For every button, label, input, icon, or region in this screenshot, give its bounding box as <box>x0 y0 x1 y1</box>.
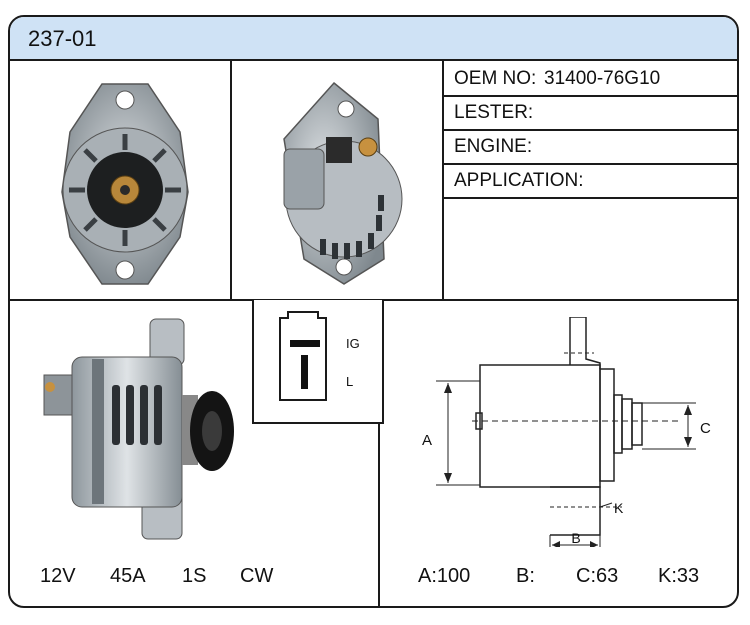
product-spec-sheet: 237-01 OEM NO: 31400-76G10 LESTER: ENGIN… <box>8 15 739 608</box>
divider <box>444 129 737 131</box>
engine-label: ENGINE: <box>454 136 533 157</box>
divider <box>444 197 737 199</box>
lester-label: LESTER: <box>454 102 534 123</box>
dim-b-label: B <box>571 530 580 546</box>
dim-c-value: C:63 <box>576 565 619 587</box>
application-label: APPLICATION: <box>454 170 584 191</box>
connector-plug-icon <box>279 311 327 401</box>
oem-value: 31400-76G10 <box>544 68 661 89</box>
oem-label: OEM NO: <box>454 68 537 89</box>
info-row-lester: LESTER: <box>444 97 737 131</box>
connector-ig-label: IG <box>346 336 360 351</box>
connector-l-label: L <box>346 374 354 389</box>
dimension-drawing: A C K B <box>422 317 711 547</box>
divider <box>442 61 444 300</box>
alternator-front-photo <box>61 83 189 285</box>
part-number-title: 237-01 <box>28 26 97 51</box>
alternator-rear-photo <box>283 81 403 285</box>
dim-k-value: K:33 <box>658 565 700 587</box>
pulley-spec: 1S <box>182 565 207 587</box>
dim-b-value: B: <box>516 565 535 587</box>
connector-diagram: IG L <box>252 300 384 424</box>
info-row-engine: ENGINE: <box>444 131 737 165</box>
rotation-spec: CW <box>240 565 274 587</box>
amperage-spec: 45A <box>110 565 146 587</box>
divider <box>444 95 737 97</box>
alternator-side-photo <box>43 318 234 540</box>
voltage-spec: 12V <box>40 565 76 587</box>
dim-c-label: C <box>700 420 711 437</box>
dim-k-label: K <box>614 500 624 516</box>
info-row-oem: OEM NO: 31400-76G10 <box>444 63 737 97</box>
divider <box>444 163 737 165</box>
dim-a-value: A:100 <box>418 565 471 587</box>
title-bar: 237-01 <box>10 17 737 61</box>
dim-a-label: A <box>422 432 432 449</box>
info-row-application: APPLICATION: <box>444 165 737 199</box>
divider <box>230 61 232 300</box>
divider <box>378 300 380 606</box>
